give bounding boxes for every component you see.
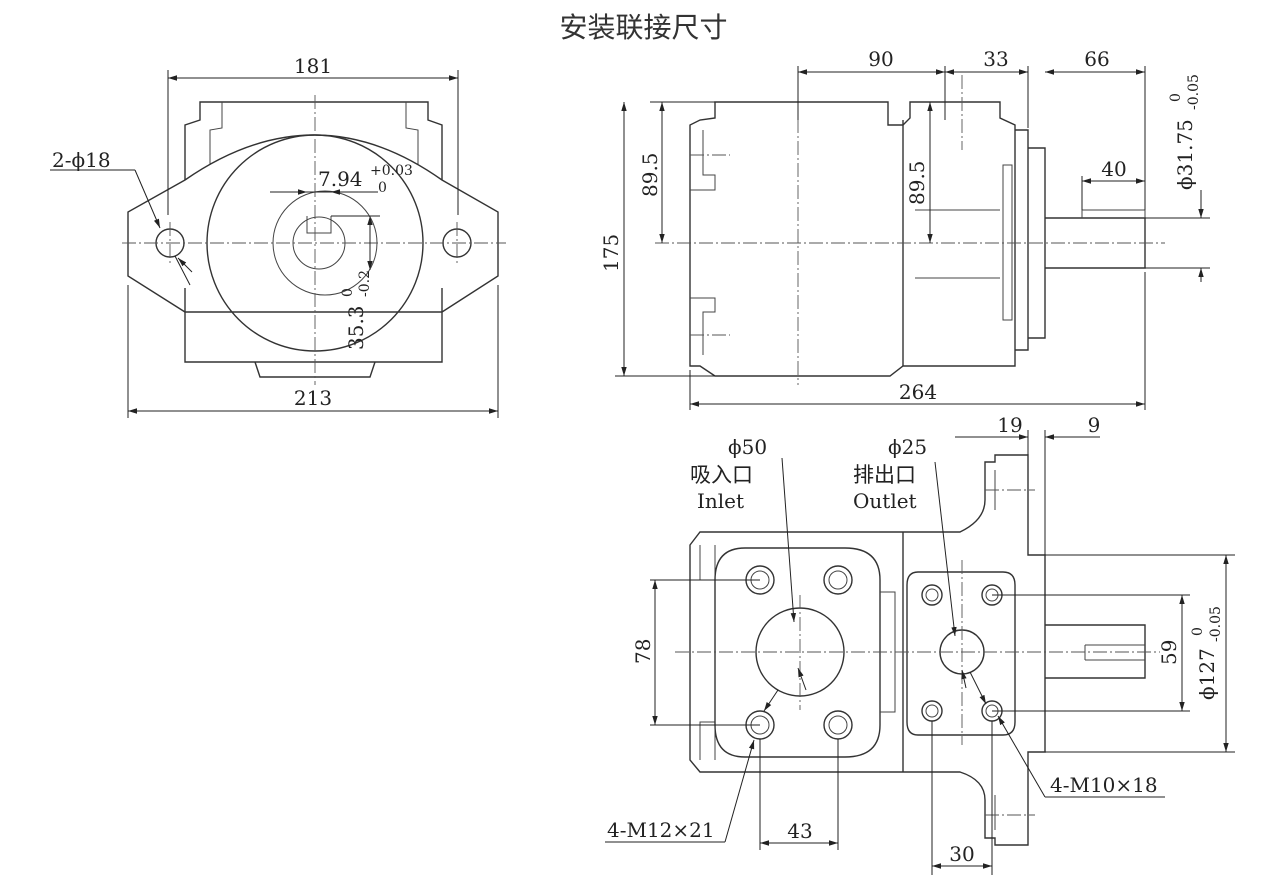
inlet-dia-label: ϕ50 bbox=[728, 435, 767, 459]
thread-inlet-label: 4-M12×21 bbox=[607, 818, 715, 842]
key-width-tol-lower: 0 bbox=[378, 180, 387, 196]
dim-40-label: 40 bbox=[1101, 157, 1126, 181]
shaft-dia-tol-upper: 0 bbox=[1168, 93, 1184, 102]
key-height-tol-lower: -0.2 bbox=[357, 270, 373, 297]
side-body-outline bbox=[689, 101, 1016, 377]
inlet-flange bbox=[714, 547, 881, 758]
dim-90-label: 90 bbox=[868, 47, 893, 71]
shaft-dia-label: ϕ31.75 bbox=[1173, 119, 1197, 190]
port-shaft bbox=[1045, 624, 1146, 679]
dim-175-label: 175 bbox=[599, 234, 623, 272]
front-flange bbox=[127, 134, 499, 313]
holes-label: 2-ϕ18 bbox=[52, 148, 111, 172]
front-top-boss bbox=[184, 101, 443, 180]
key-width-tol-upper: +0.03 bbox=[370, 163, 413, 179]
outlet-en-label: Outlet bbox=[853, 489, 917, 513]
inlet-en-label: Inlet bbox=[697, 489, 744, 513]
inlet-cn-label: 吸入口 bbox=[690, 463, 753, 487]
side-view: 90 33 66 40 89.5 89.5 175 264 ϕ31.75 0 -… bbox=[599, 47, 1210, 410]
pilot-dia-label: ϕ127 bbox=[1195, 648, 1219, 700]
dim-89-5-left-label: 89.5 bbox=[638, 152, 662, 197]
key-height-tol-upper: 0 bbox=[340, 288, 356, 297]
outlet-flange bbox=[906, 571, 1016, 736]
outlet-cn-label: 排出口 bbox=[853, 463, 916, 487]
dim-33-label: 33 bbox=[983, 47, 1008, 71]
pilot-dia-tol-lower: -0.05 bbox=[1208, 606, 1224, 642]
dim-66-label: 66 bbox=[1084, 47, 1109, 71]
side-pilot bbox=[1015, 129, 1046, 351]
key-height-label: 35.3 bbox=[344, 305, 368, 350]
dim-9-label: 9 bbox=[1088, 413, 1101, 437]
shaft-dia-tol-lower: -0.05 bbox=[1186, 74, 1202, 110]
dim-30-label: 30 bbox=[949, 842, 974, 866]
drawing-title: 安装联接尺寸 bbox=[559, 11, 728, 44]
front-view: 181 213 2-ϕ18 7.94 +0.03 0 35.3 0 -0.2 bbox=[50, 54, 506, 418]
dim-59-label: 59 bbox=[1157, 640, 1181, 665]
outlet-dia-label: ϕ25 bbox=[888, 435, 927, 459]
dim-43-label: 43 bbox=[787, 819, 812, 843]
dim-213-label: 213 bbox=[294, 386, 332, 410]
dim-78-label: 78 bbox=[631, 639, 655, 664]
pilot-dia-tol-upper: 0 bbox=[1190, 627, 1206, 636]
front-bottom-body bbox=[184, 288, 443, 363]
thread-outlet-label: 4-M10×18 bbox=[1050, 773, 1158, 797]
dim-89-5-mid-label: 89.5 bbox=[905, 160, 929, 205]
port-view: 19 9 ϕ50 吸入口 Inlet ϕ25 排出口 Outlet 78 59 … bbox=[605, 413, 1235, 875]
dim-181-label: 181 bbox=[294, 54, 332, 78]
dim-264-label: 264 bbox=[899, 380, 937, 404]
key-width-label: 7.94 bbox=[318, 167, 363, 191]
dim-19-label: 19 bbox=[997, 413, 1022, 437]
